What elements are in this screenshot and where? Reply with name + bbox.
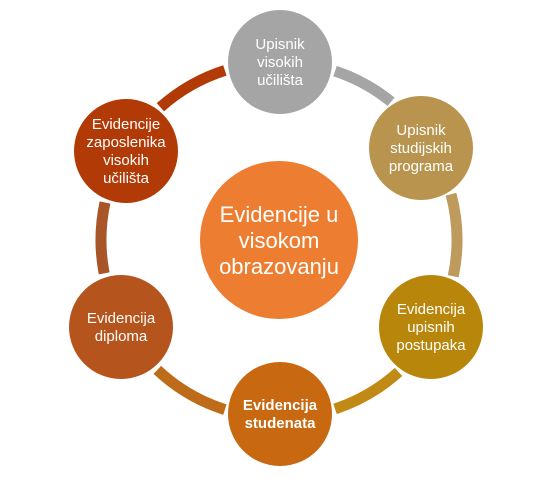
node-label-line: visokom bbox=[239, 228, 320, 253]
node-label-line: Upisnik bbox=[396, 122, 446, 139]
outer-node-circle bbox=[69, 275, 173, 379]
node-label-line: Evidencija bbox=[243, 397, 318, 414]
node-label-line: programa bbox=[389, 158, 454, 175]
node-label-line: upisnih bbox=[407, 319, 455, 336]
outer-node-circle bbox=[228, 362, 332, 466]
outer-node-circle bbox=[74, 99, 178, 203]
node-label-line: postupaka bbox=[396, 337, 466, 354]
connector-arc bbox=[95, 201, 111, 275]
node-label-line: zaposlenika bbox=[86, 134, 166, 151]
node-label-line: visokih bbox=[103, 152, 149, 169]
node-label-line: obrazovanju bbox=[219, 254, 339, 279]
connector-arc bbox=[445, 192, 463, 278]
connector-ring bbox=[95, 65, 463, 415]
outer-node-circle bbox=[379, 275, 483, 379]
connector-arc bbox=[333, 367, 403, 415]
connector-arc bbox=[156, 65, 227, 112]
node-label-line: Evidencija bbox=[87, 310, 156, 327]
node-label-line: učilišta bbox=[257, 72, 304, 89]
node-label-line: Evidencija bbox=[397, 301, 466, 318]
node-label-line: visokih bbox=[257, 54, 303, 71]
outer-node-circle bbox=[369, 96, 473, 200]
node-label-line: Evidencije bbox=[92, 116, 160, 133]
connector-arc bbox=[153, 365, 227, 415]
outer-node-circle bbox=[228, 10, 332, 114]
node-label-line: studenata bbox=[245, 415, 317, 432]
node-label-line: učilišta bbox=[103, 170, 150, 187]
center-circle bbox=[200, 161, 358, 319]
node-label-line: studijskih bbox=[390, 140, 452, 157]
connector-arc bbox=[333, 65, 395, 107]
node-label-line: diploma bbox=[95, 328, 148, 345]
node-label-line: Evidencije u bbox=[220, 202, 339, 227]
node-label-line: Upisnik bbox=[255, 36, 305, 53]
